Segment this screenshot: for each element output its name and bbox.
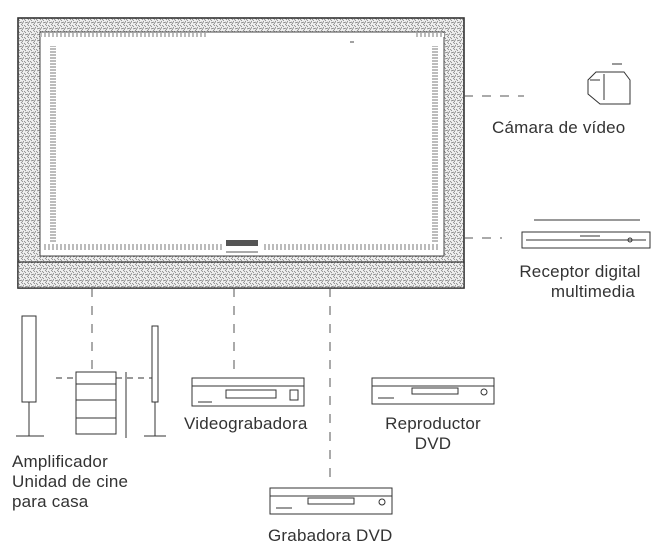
screen-top-band-right bbox=[414, 33, 444, 37]
camera-label: Cámara de vídeo bbox=[492, 118, 626, 137]
left-speaker bbox=[21, 315, 37, 403]
dvd-player-label-line1: Reproductor bbox=[385, 414, 481, 433]
tv-screen bbox=[39, 31, 445, 257]
amplifier-label-line2: Unidad de cine bbox=[12, 472, 129, 491]
tv-logo-mark bbox=[226, 240, 258, 246]
dvd-player-label-line2: DVD bbox=[414, 434, 452, 453]
vcr-device bbox=[191, 377, 305, 407]
dvd-player-device bbox=[371, 377, 495, 405]
amplifier-label-line3: para casa bbox=[12, 492, 89, 511]
receiver-label-line2: multimedia bbox=[550, 282, 636, 301]
connection-lines bbox=[91, 95, 524, 486]
dvd-recorder-device bbox=[269, 487, 393, 515]
digital-media-receiver bbox=[521, 219, 651, 249]
right-speaker bbox=[151, 325, 159, 403]
amplifier-label-line1: Amplificador bbox=[12, 452, 108, 471]
amplifier-unit bbox=[75, 371, 117, 435]
amplifier-home-theater bbox=[16, 315, 166, 438]
dvd-recorder-label: Grabadora DVD bbox=[268, 526, 393, 545]
vcr-label: Videograbadora bbox=[184, 414, 308, 433]
screen-top-band bbox=[40, 33, 208, 37]
receiver-label-line1: Receptor digital bbox=[519, 262, 641, 281]
screen-left-band bbox=[50, 46, 56, 242]
amplifier-label: Amplificador Unidad de cine para casa bbox=[12, 452, 128, 512]
screen-bottom-band bbox=[44, 244, 222, 250]
receiver-label: Receptor digital multimedia bbox=[500, 262, 660, 302]
dvd-player-label: Reproductor DVD bbox=[372, 414, 494, 454]
screen-bottom-band-right bbox=[262, 244, 438, 250]
tv-display bbox=[17, 17, 465, 289]
tv-base-strip bbox=[17, 261, 465, 289]
screen-right-band bbox=[432, 46, 438, 242]
video-camera bbox=[587, 63, 631, 105]
